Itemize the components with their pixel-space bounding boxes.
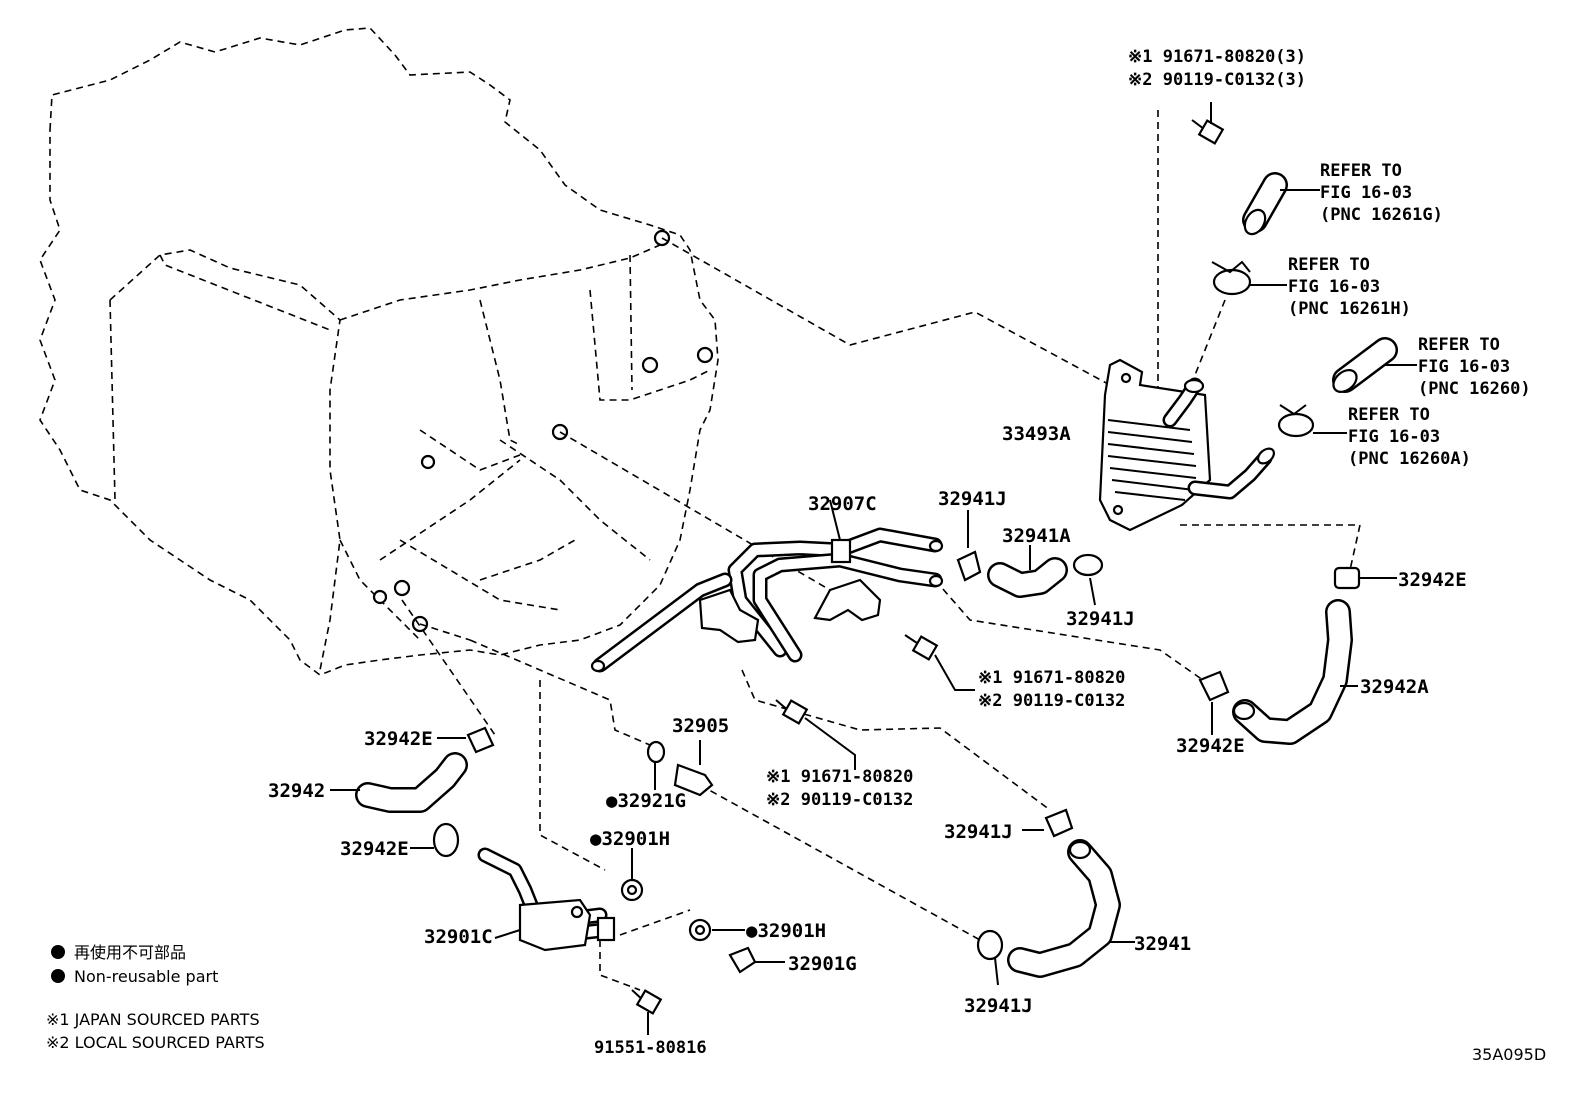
- bolt-top[interactable]: [1191, 102, 1225, 145]
- bullet-icon: [51, 945, 65, 959]
- label-33493A: 33493A: [1002, 423, 1071, 445]
- label-refer-c-2: FIG 16-03: [1418, 357, 1510, 377]
- label-32921G: ●32921G: [606, 790, 686, 812]
- bolt-32901G[interactable]: [728, 946, 785, 974]
- clamp-32942E-a[interactable]: [1333, 566, 1397, 590]
- clamp-32941J-c[interactable]: [1022, 808, 1074, 838]
- label-refer-b-1: REFER TO: [1288, 255, 1370, 275]
- clamp-32942E-b[interactable]: [1198, 670, 1230, 735]
- label-bolt-low-2: ※2 90119-C0132: [766, 790, 913, 810]
- diagram-code: 35A095D: [1472, 1045, 1546, 1064]
- label-refer-a-3: (PNC 16261G): [1320, 205, 1443, 225]
- label-32942E-b: 32942E: [1176, 735, 1245, 757]
- label-refer-b-3: (PNC 16261H): [1288, 299, 1411, 319]
- label-refer-d-2: FIG 16-03: [1348, 427, 1440, 447]
- refer-hose-16261G[interactable]: [1241, 172, 1320, 238]
- clamp-32941J-d[interactable]: [976, 929, 1004, 986]
- refer-hose-16260[interactable]: [1329, 337, 1417, 396]
- label-refer-a-1: REFER TO: [1320, 161, 1402, 181]
- label-32942E-a: 32942E: [1398, 569, 1467, 591]
- label-32941J-a: 32941J: [938, 488, 1007, 510]
- label-32901H-a: ●32901H: [590, 828, 670, 850]
- label-32942A: 32942A: [1360, 676, 1429, 698]
- hose-32941[interactable]: [1007, 839, 1135, 978]
- bolt-91551-80816[interactable]: [631, 989, 663, 1035]
- legend: 再使用不可部品 Non-reusable part ※1 JAPAN SOURC…: [46, 943, 265, 1052]
- clamp-32942E-d[interactable]: [410, 822, 460, 858]
- label-32907C: 32907C: [808, 493, 877, 515]
- sensor-32905[interactable]: [673, 740, 714, 797]
- label-bolt-mid-2: ※2 90119-C0132: [978, 691, 1125, 711]
- bolt-mid[interactable]: [904, 634, 975, 691]
- transmission-housing: [39, 27, 719, 676]
- label-32901H-b: ●32901H: [746, 920, 826, 942]
- label-32942E-c: 32942E: [364, 728, 433, 750]
- tube-32901C[interactable]: [477, 847, 616, 952]
- tube-assembly-32907C[interactable]: [590, 499, 944, 673]
- label-32942: 32942: [268, 780, 325, 802]
- label-bolt-top-1: ※1 91671-80820(3): [1128, 47, 1306, 67]
- label-refer-a-2: FIG 16-03: [1320, 183, 1412, 203]
- legend-note-2: ※2 LOCAL SOURCED PARTS: [46, 1033, 265, 1052]
- label-bolt-mid-1: ※1 91671-80820: [978, 668, 1125, 688]
- refer-clamp-16261H[interactable]: [1211, 260, 1287, 296]
- bullet-icon: [51, 969, 65, 983]
- hose-32942A[interactable]: [1232, 599, 1358, 745]
- washer-32901H-a[interactable]: [620, 848, 644, 902]
- hose-32942[interactable]: [330, 752, 468, 813]
- label-32901G: 32901G: [788, 953, 857, 975]
- label-32941: 32941: [1134, 933, 1191, 955]
- washer-32901H-b[interactable]: [688, 918, 745, 942]
- label-91551-80816: 91551-80816: [594, 1038, 707, 1058]
- gasket-32921G[interactable]: [646, 740, 666, 790]
- label-32901C: 32901C: [424, 926, 493, 948]
- label-refer-c-1: REFER TO: [1418, 335, 1500, 355]
- label-32941A: 32941A: [1002, 525, 1071, 547]
- label-32942E-d: 32942E: [340, 838, 409, 860]
- oil-cooler-33493A[interactable]: [1098, 358, 1277, 532]
- leader-lines: [401, 110, 1361, 991]
- label-bolt-top-2: ※2 90119-C0132(3): [1128, 70, 1306, 90]
- legend-note-1: ※1 JAPAN SOURCED PARTS: [46, 1010, 260, 1029]
- label-refer-d-3: (PNC 16260A): [1348, 449, 1471, 469]
- label-32941J-c: 32941J: [944, 821, 1013, 843]
- label-refer-c-3: (PNC 16260): [1418, 379, 1531, 399]
- legend-nonreusable-en: Non-reusable part: [74, 967, 218, 986]
- hose-32941A[interactable]: [987, 545, 1068, 598]
- callout-labels: ※1 91671-80820(3) ※2 90119-C0132(3) REFE…: [268, 47, 1531, 1058]
- legend-nonreusable-jp: 再使用不可部品: [74, 943, 186, 962]
- bolt-low[interactable]: [775, 699, 856, 770]
- refer-clamp-16260A[interactable]: [1277, 404, 1347, 438]
- clamp-32941J-a[interactable]: [956, 510, 982, 582]
- label-32941J-b: 32941J: [1066, 608, 1135, 630]
- label-32941J-d: 32941J: [964, 995, 1033, 1017]
- label-refer-d-1: REFER TO: [1348, 405, 1430, 425]
- clamp-32941J-b[interactable]: [1072, 553, 1104, 606]
- label-refer-b-2: FIG 16-03: [1288, 277, 1380, 297]
- label-32905: 32905: [672, 715, 729, 737]
- clamp-32942E-c[interactable]: [437, 726, 495, 754]
- label-bolt-low-1: ※1 91671-80820: [766, 767, 913, 787]
